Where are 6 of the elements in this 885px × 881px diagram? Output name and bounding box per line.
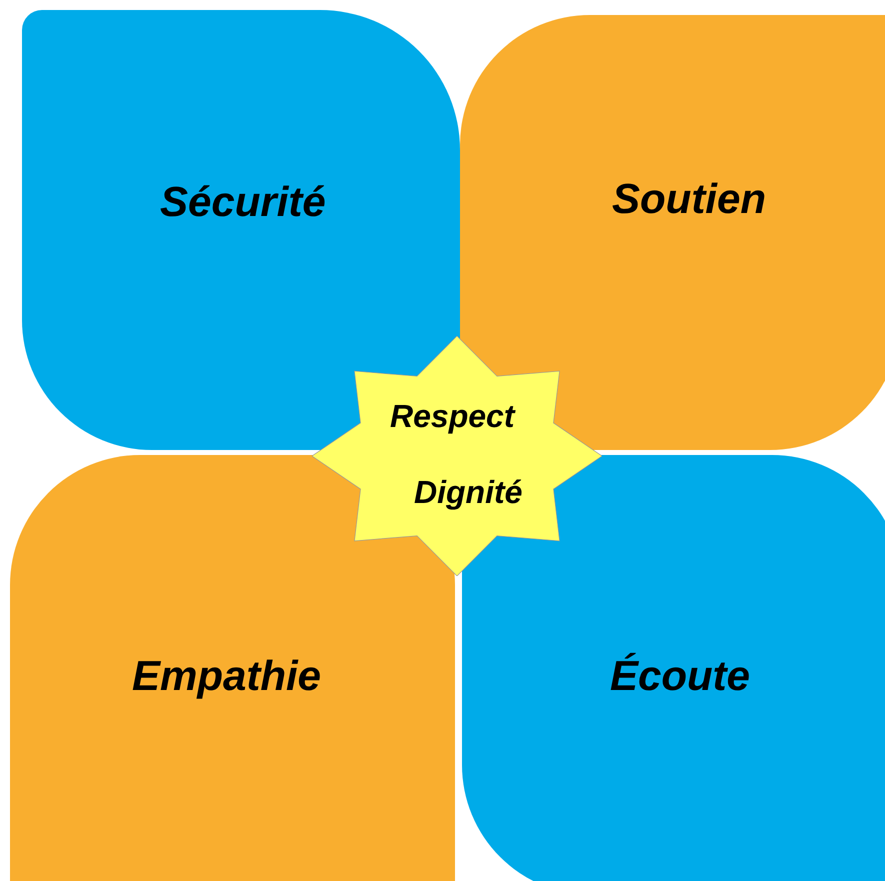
petal-label: Sécurité: [160, 178, 326, 226]
petal-label: Soutien: [612, 175, 766, 223]
petal-label: Écoute: [610, 652, 750, 700]
petal-label: Empathie: [132, 652, 322, 700]
star-label: Respect: [390, 398, 514, 435]
star-label: Dignité: [414, 474, 522, 511]
